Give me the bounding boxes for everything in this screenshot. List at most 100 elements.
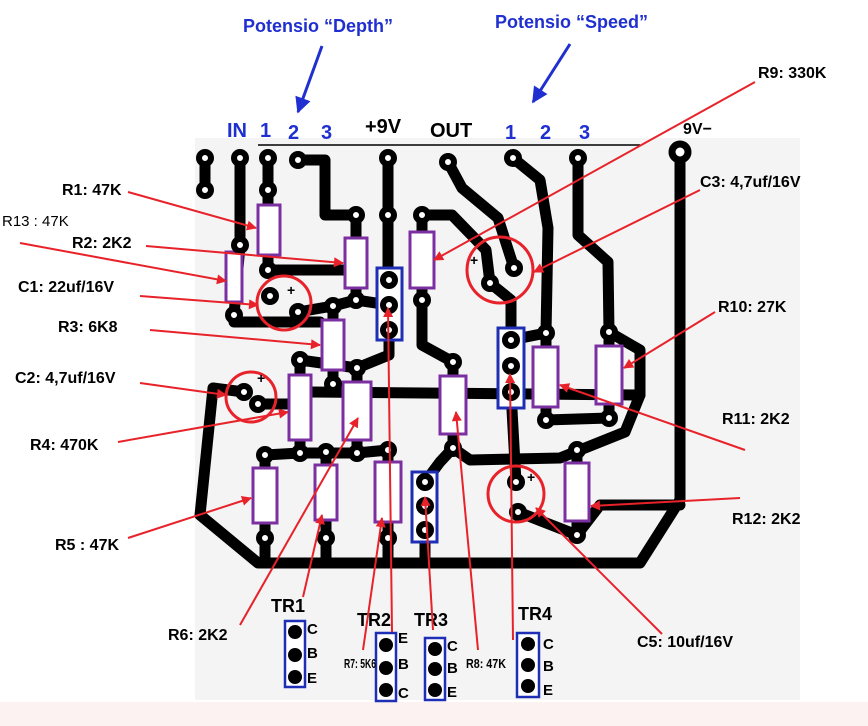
solder-pad <box>231 149 249 167</box>
copper-trace-output <box>442 156 520 274</box>
solder-pad <box>502 331 520 349</box>
solder-pad <box>569 149 587 167</box>
solder-pad <box>413 291 431 309</box>
solder-pad <box>379 529 397 547</box>
solder-pad <box>196 149 214 167</box>
transistor-tr2-pin-label: B <box>398 656 409 673</box>
arrow-c1 <box>139 295 259 310</box>
solder-pad <box>505 259 523 277</box>
resistor-r12-outline <box>563 461 591 523</box>
label-r12: R12: 2K2 <box>732 511 801 528</box>
arrow-c2 <box>139 382 227 399</box>
solder-pad <box>261 287 279 305</box>
solder-pad <box>259 181 277 199</box>
transistor-pin <box>379 638 393 652</box>
solder-pad <box>347 291 365 309</box>
solder-pad <box>537 411 555 429</box>
transistor-tr4-pin-label: C <box>543 636 554 653</box>
depth-pin-3-label: 3 <box>321 122 332 144</box>
arrow-depth-pot <box>295 45 324 114</box>
transistor-tr2-pin-label: E <box>398 630 408 647</box>
transistor-pin <box>428 662 442 676</box>
solder-pad <box>444 439 462 457</box>
transistor-tr4-pin-label: E <box>543 682 553 699</box>
solder-pad <box>600 323 618 341</box>
solder-pad <box>379 206 397 224</box>
arrow-c3 <box>533 189 701 273</box>
solder-pad <box>289 151 307 169</box>
solder-pad <box>291 444 309 462</box>
transistor-tr2-label: TR2 <box>357 610 391 630</box>
arrow-speed-pot <box>531 43 572 104</box>
solder-pad <box>324 297 342 315</box>
label-r4: R4: 470K <box>30 437 99 454</box>
copper-trace <box>540 412 615 426</box>
supply-label: +9V <box>365 116 402 138</box>
arrow-r2 <box>145 245 344 268</box>
solder-pad <box>249 395 267 413</box>
solder-pad <box>347 206 365 224</box>
transistor-tr3-pin-label: C <box>447 638 458 655</box>
arrow-r12 <box>590 497 741 511</box>
solder-pad <box>439 153 457 171</box>
label-r10: R10: 27K <box>718 299 787 316</box>
resistor-r2-outline <box>343 236 369 290</box>
arrow-r4 <box>117 408 289 443</box>
transistor-tr3-pin-label: E <box>447 684 457 701</box>
capacitor-c1-polarity: + <box>287 282 295 298</box>
arrow-r9 <box>433 81 756 261</box>
resistor-r9-outline <box>408 230 436 290</box>
solder-pad <box>324 375 342 393</box>
solder-pad <box>444 353 462 371</box>
solder-pad <box>600 409 618 427</box>
arrow-r8 <box>451 411 479 651</box>
copper-trace <box>416 209 496 289</box>
solder-pad <box>256 446 274 464</box>
input-label: IN <box>227 120 247 142</box>
battery-pad <box>668 140 692 164</box>
solder-pad <box>568 526 586 544</box>
resistor-outlines <box>224 203 624 525</box>
solder-pad <box>380 271 398 289</box>
transistor-tr3-pin-label: B <box>447 660 458 677</box>
copper-trace <box>416 294 459 368</box>
resistor-r6-outline <box>341 380 373 442</box>
solder-pads <box>196 149 618 547</box>
solder-pad <box>379 149 397 167</box>
resistor-r8-outline <box>438 374 468 436</box>
transistor-tr2-pin-label: C <box>398 685 409 702</box>
resistor-r3-outline <box>320 318 346 372</box>
resistor-r5-outline <box>251 466 279 525</box>
speed-potentiometer-title: Potensio “Speed” <box>495 12 648 32</box>
copper-trace <box>292 294 395 318</box>
transistor-pin <box>428 683 442 697</box>
label-r11: R11: 2K2 <box>722 411 790 428</box>
annotation-arrows <box>19 81 756 651</box>
arrow-r5 <box>127 496 252 539</box>
solder-pad <box>568 441 586 459</box>
label-c1: C1: 22uf/16V <box>18 279 114 296</box>
solder-pad <box>317 529 335 547</box>
resistor-r4-outline <box>287 373 313 442</box>
bottom-band <box>0 702 868 726</box>
capacitor-c2-polarity: + <box>257 370 265 386</box>
transistor-tr1-pin-label: E <box>307 670 317 687</box>
solder-pad <box>348 359 366 377</box>
capacitor-markers: + + + + <box>224 235 546 524</box>
label-c2: C2: 4,7uf/16V <box>15 370 116 387</box>
solder-pad <box>225 306 243 324</box>
label-r9: R9: 330K <box>758 65 827 82</box>
label-r6: R6: 2K2 <box>168 627 228 644</box>
depth-potentiometer-title: Potensio “Depth” <box>243 16 393 36</box>
transistor-tr1-pin-label: B <box>307 645 318 662</box>
battery-label: 9V− <box>683 121 712 138</box>
speed-pin-3-label: 3 <box>579 122 590 144</box>
depth-pin-1-label: 1 <box>260 120 271 142</box>
copper-trace <box>292 154 362 221</box>
transistor-pinouts: TR1 C B E TR2 E B C TR3 C B E TR4 C B E <box>271 596 554 703</box>
resistor-r10-outline <box>594 344 624 406</box>
capacitor-c3-polarity: + <box>470 252 478 268</box>
solder-pad <box>481 274 499 292</box>
arrow-r6 <box>239 417 359 626</box>
transistor-pin <box>288 670 302 684</box>
